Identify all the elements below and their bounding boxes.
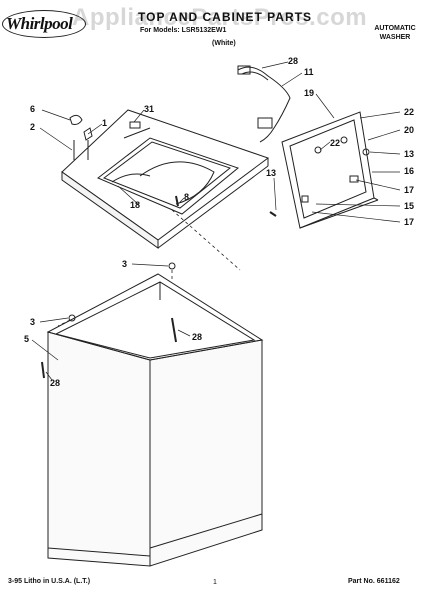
- callout-3: 3: [122, 259, 127, 269]
- watermark-text: AppliancePartsPros.com: [72, 4, 368, 31]
- page-title: TOP AND CABINET PARTS: [138, 10, 312, 24]
- wire-harness: [237, 65, 291, 143]
- callout-15: 15: [404, 201, 414, 211]
- callout-22: 22: [404, 107, 414, 117]
- top-panel: [61, 109, 270, 249]
- callout-17: 17: [404, 185, 414, 195]
- page-number: 1: [213, 579, 217, 586]
- product-type: AUTOMATIC WASHER: [360, 24, 430, 42]
- callout-13: 13: [266, 168, 276, 178]
- product-type-line1: AUTOMATIC: [374, 25, 416, 32]
- console-panel: [281, 111, 379, 229]
- callout-labels: 28 11 31 6 1 2 19 22 20 22 13 16 8 18 13…: [24, 56, 414, 388]
- callout-19: 19: [304, 88, 314, 98]
- brand-logo: Whirlpool: [6, 14, 73, 33]
- callout-28: 28: [288, 56, 298, 66]
- screw-fasteners: [41, 195, 277, 379]
- callout-20: 20: [404, 125, 414, 135]
- callout-6: 6: [30, 104, 35, 114]
- callout-leaders: [31, 61, 401, 381]
- callout-18: 18: [130, 200, 140, 210]
- clip-bracket: [69, 114, 93, 160]
- brand-logo-ring: [2, 10, 86, 38]
- callout-11: 11: [304, 67, 314, 77]
- cabinet: [46, 273, 264, 567]
- callout-28: 28: [192, 332, 202, 342]
- product-type-line2: WASHER: [379, 34, 411, 41]
- callout-22: 22: [330, 138, 340, 148]
- callout-8: 8: [184, 192, 189, 202]
- callout-28: 28: [50, 378, 60, 388]
- callout-1: 1: [102, 118, 107, 128]
- callout-17: 17: [404, 217, 414, 227]
- callout-3: 3: [30, 317, 35, 327]
- callout-31: 31: [144, 104, 154, 114]
- callout-5: 5: [24, 334, 29, 344]
- callout-2: 2: [30, 122, 35, 132]
- print-info: 3-95 Litho in U.S.A. (L.T.): [8, 578, 91, 585]
- callout-13: 13: [404, 149, 414, 159]
- part-number: Part No. 661162: [348, 578, 400, 585]
- model-color: (White): [212, 40, 236, 47]
- assembly-guide-lines: [57, 209, 241, 327]
- model-number: For Models: LSR5132EW1: [140, 27, 227, 34]
- callout-16: 16: [404, 166, 414, 176]
